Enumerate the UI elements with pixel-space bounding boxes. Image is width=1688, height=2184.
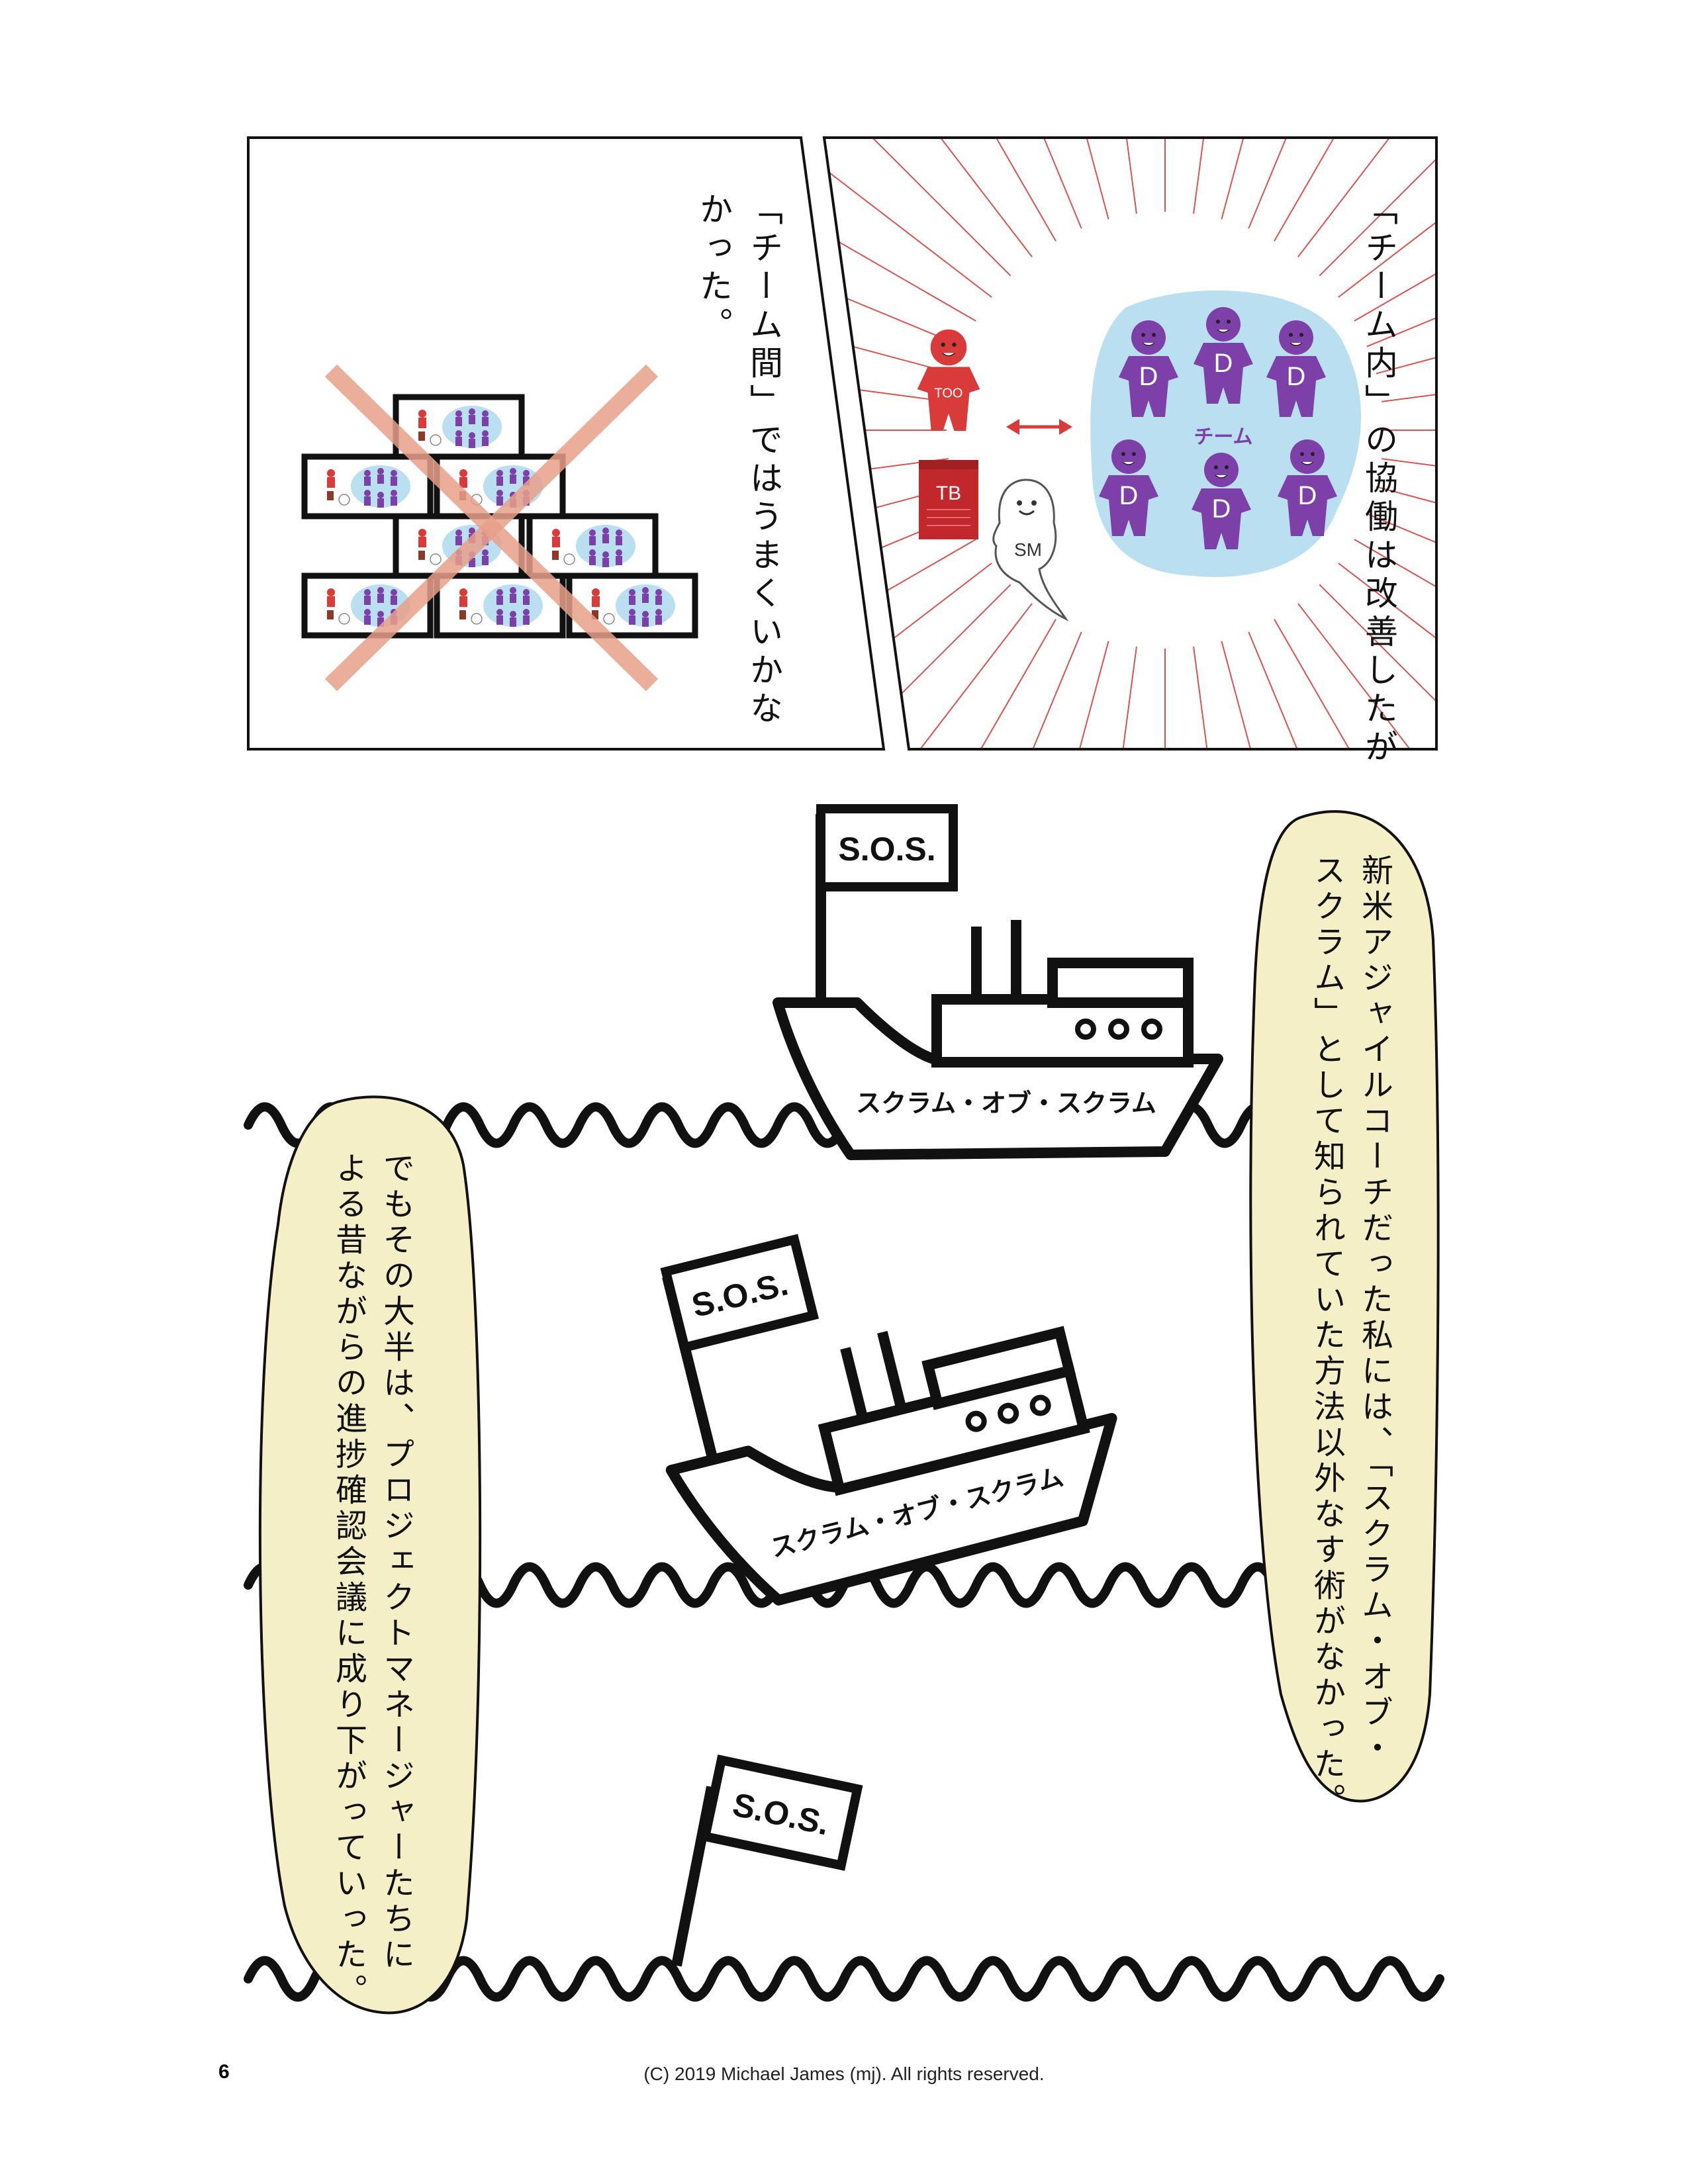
too-figure: TOO bbox=[917, 329, 980, 431]
ship-middle: S.O.S. スクラム・オブ・スクラム bbox=[660, 1234, 1117, 1606]
svg-text:D: D bbox=[1139, 362, 1158, 391]
speech-bubble-left bbox=[258, 1095, 482, 2015]
panel-left-caption: 「チーム間」ではうまくいかな かった。 bbox=[694, 192, 783, 729]
svg-text:TOO: TOO bbox=[935, 387, 963, 401]
speech-bubble-right bbox=[1249, 810, 1440, 1803]
team-brick bbox=[566, 572, 698, 639]
svg-text:D: D bbox=[1119, 481, 1139, 510]
svg-text:D: D bbox=[1287, 362, 1306, 391]
developer-figure: D bbox=[1192, 453, 1251, 549]
page-number: 6 bbox=[218, 2061, 230, 2083]
svg-text:D: D bbox=[1212, 494, 1231, 523]
bubble-left-text: でもその大半は、プロジェクトマネージャーたちに よる昔ながらの進捗確認会議に成り… bbox=[330, 1152, 414, 2009]
hull-label-text: スクラム・オブ・スクラム bbox=[856, 1089, 1156, 1118]
developer-figure: D bbox=[1266, 320, 1326, 417]
developer-figure: D bbox=[1278, 439, 1337, 536]
developers: D D D D D D bbox=[1099, 307, 1337, 549]
sos-flag-text: S.O.S. bbox=[838, 831, 935, 868]
copyright-notice: (C) 2019 Michael James (mj). All rights … bbox=[643, 2064, 1045, 2084]
svg-text:SM: SM bbox=[1014, 539, 1042, 560]
svg-text:TB: TB bbox=[936, 482, 961, 504]
bubble-right-text: 新米アジャイルコーチだった私には、「スクラム・オブ・ スクラム」として知られてい… bbox=[1308, 854, 1393, 1819]
team-label: チーム bbox=[1194, 426, 1252, 448]
team-brick bbox=[301, 453, 434, 520]
cross-mark bbox=[324, 364, 659, 692]
double-arrow-icon bbox=[1006, 419, 1072, 435]
sm-ghost: SM bbox=[992, 478, 1069, 621]
tb-board: TB bbox=[919, 460, 978, 539]
too-person: TOO bbox=[917, 329, 980, 431]
ship-top: S.O.S. スクラム・オブ・スクラム bbox=[773, 804, 1223, 1160]
svg-text:D: D bbox=[1214, 349, 1233, 378]
panel-right-caption: 「チーム内」の協働は改善したが bbox=[1360, 192, 1398, 768]
team-brick bbox=[526, 513, 659, 579]
sunk-ship-flag: S.O.S. bbox=[671, 1754, 863, 1967]
team-brick bbox=[434, 572, 566, 639]
team-brick bbox=[393, 394, 525, 460]
developer-figure: D bbox=[1194, 307, 1253, 404]
svg-text:D: D bbox=[1298, 481, 1317, 510]
developer-figure: D bbox=[1119, 320, 1178, 417]
developer-figure: D bbox=[1099, 439, 1158, 536]
